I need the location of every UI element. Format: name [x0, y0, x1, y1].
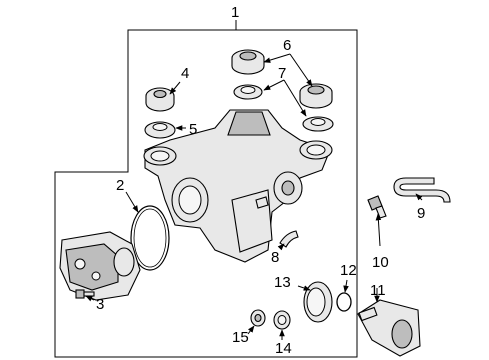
o-ring [336, 292, 352, 312]
callout-11: 11 [370, 282, 386, 299]
bushing-left-lower [144, 121, 176, 139]
callout-3: 3 [96, 296, 104, 313]
callout-10: 10 [372, 254, 389, 271]
callout-13: 13 [274, 274, 291, 291]
bushing-lower-top [233, 84, 263, 100]
output-flange [357, 299, 421, 357]
callout-1: 1 [231, 4, 239, 21]
callout-4: 4 [181, 65, 189, 82]
housing-hose [279, 230, 299, 248]
callout-7: 7 [278, 65, 286, 82]
callout-labels: 1 2 3 4 5 6 7 8 9 10 11 12 13 14 15 [96, 4, 425, 357]
callout-15: 15 [232, 329, 249, 346]
callout-6: 6 [283, 37, 291, 54]
bushing-upper-top [231, 49, 265, 75]
assembly-frame [54, 29, 358, 358]
coupling-cover [59, 231, 141, 301]
differential-housing [143, 109, 333, 263]
drain-plug [250, 309, 266, 327]
callout-8: 8 [271, 249, 279, 266]
callout-14: 14 [275, 340, 292, 357]
callout-5: 5 [189, 121, 197, 138]
leader-lines [85, 20, 423, 340]
breather-hose [393, 177, 451, 203]
seal [303, 281, 333, 323]
bushing-left-upper [145, 87, 175, 112]
callout-9: 9 [417, 205, 425, 222]
bushing-lower-right [302, 116, 334, 132]
breather-valve [367, 195, 387, 219]
callout-12: 12 [340, 262, 357, 279]
callout-2: 2 [116, 177, 124, 194]
cover-gasket [130, 205, 170, 271]
bushing-upper-right [299, 83, 333, 109]
fill-plug [273, 310, 291, 330]
